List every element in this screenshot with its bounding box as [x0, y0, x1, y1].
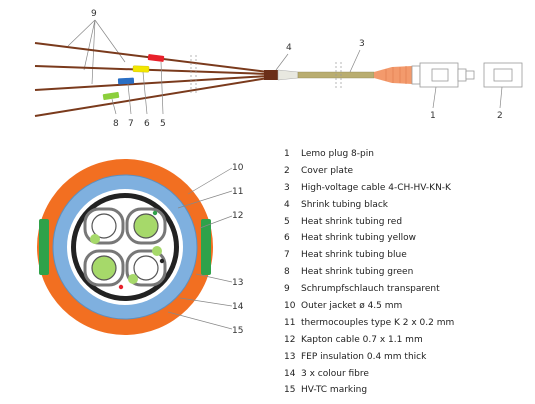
callout-13: 13 [232, 278, 243, 288]
cover-plate [483, 62, 523, 88]
legend-num: 12 [284, 334, 296, 345]
legend-item: 9 Schrumpfschlauch transparent [284, 281, 532, 298]
legend-item: 7 Heat shrink tubing blue [284, 247, 532, 264]
legend-text: Shrink tubing black [301, 199, 389, 210]
legend-num: 9 [284, 284, 290, 295]
legend-item: 15 HV-TC marking [284, 382, 532, 399]
callout-4: 4 [286, 43, 292, 53]
legend-num: 15 [284, 385, 296, 396]
legend-item: 11 thermocouples type K 2 x 0.2 mm [284, 315, 532, 332]
colour-fibre-3 [118, 284, 124, 290]
shrink-tubing-black [264, 70, 278, 80]
legend-num: 13 [284, 351, 296, 362]
legend-text: Outer jacket ø 4.5 mm [301, 300, 403, 311]
callout-6: 6 [144, 119, 150, 129]
legend-num: 5 [284, 216, 290, 227]
legend-item: 5 Heat shrink tubing red [284, 214, 532, 231]
legend-item: 10 Outer jacket ø 4.5 mm [284, 298, 532, 315]
legend-num: 14 [284, 368, 296, 379]
callout-3-leader [349, 49, 361, 73]
legend-text: Cover plate [301, 165, 354, 176]
sleeve-blue [117, 77, 135, 85]
legend-num: 11 [284, 317, 296, 328]
wire-4 [34, 77, 269, 117]
legend-item: 6 Heat shrink tubing yellow [284, 230, 532, 247]
cable-assembly-diagram: 9 8 7 6 5 4 3 [34, 9, 523, 129]
sleeve-green [102, 91, 120, 101]
legend-item: 12 Kapton cable 0.7 x 1.1 mm [284, 332, 532, 349]
cross-section-diagram: 10 11 12 13 14 15 [37, 159, 244, 336]
legend-num: 6 [284, 233, 290, 244]
parts-legend: 1 Lemo plug 8-pin 2 Cover plate 3 High-volt… [284, 146, 532, 399]
legend-text: thermocouples type K 2 x 0.2 mm [301, 317, 455, 328]
strain-relief-ribs [385, 66, 407, 84]
legend-item: 4 Shrink tubing black [284, 197, 532, 214]
sleeve-leaders [111, 61, 164, 115]
legend-text: Kapton cable 0.7 x 1.1 mm [301, 334, 423, 345]
cable-break-marks [335, 62, 342, 88]
kapton-cable-left [39, 219, 49, 275]
legend-text: High-voltage cable 4-CH-HV-KN-K [301, 182, 451, 193]
legend-num: 2 [284, 165, 290, 176]
wire-3 [34, 75, 269, 91]
legend-item: 3 High-voltage cable 4-CH-HV-KN-K [284, 180, 532, 197]
section-leaders [167, 167, 233, 330]
legend-text: 3 x colour fibre [301, 368, 369, 379]
callout-1: 1 [430, 111, 436, 121]
legend-text: Heat shrink tubing red [301, 216, 403, 227]
callout-14: 14 [232, 302, 244, 312]
legend-text: Heat shrink tubing green [301, 267, 414, 278]
lemo-plug [411, 62, 475, 88]
legend-item: 1 Lemo plug 8-pin [284, 146, 532, 163]
callout-3: 3 [359, 39, 365, 49]
callout-1-leader [432, 86, 437, 109]
callout-15: 15 [232, 326, 243, 336]
wires [34, 42, 269, 117]
legend-num: 7 [284, 250, 290, 261]
callout-8: 8 [113, 119, 119, 129]
legend-item: 8 Heat shrink tubing green [284, 264, 532, 281]
sleeve-red [147, 54, 165, 62]
callout-2: 2 [497, 111, 503, 121]
callout-10: 10 [232, 163, 244, 173]
callout-4-leader [275, 53, 289, 71]
legend-text: Lemo plug 8-pin [301, 148, 374, 159]
legend-num: 3 [284, 182, 290, 193]
legend-item: 2 Cover plate [284, 163, 532, 180]
callout-2-leader [499, 86, 503, 109]
wire-2 [34, 65, 269, 75]
callout-9-leaders [67, 19, 126, 85]
callout-9: 9 [91, 9, 97, 19]
legend-num: 10 [284, 300, 296, 311]
legend-text: Heat shrink tubing blue [301, 250, 407, 261]
wire-break-marks [190, 55, 197, 95]
colour-fibre-2 [159, 258, 165, 264]
callout-11: 11 [232, 187, 243, 197]
legend-item: 14 3 x colour fibre [284, 366, 532, 383]
legend-item: 13 FEP insulation 0.4 mm thick [284, 349, 532, 366]
legend-num: 8 [284, 267, 290, 278]
callout-5: 5 [160, 119, 166, 129]
legend-text: HV-TC marking [301, 385, 368, 396]
colour-fibre-1 [152, 210, 158, 216]
legend-text: FEP insulation 0.4 mm thick [301, 351, 427, 362]
legend-text: Heat shrink tubing yellow [301, 233, 417, 244]
kapton-cable-right [201, 219, 211, 275]
callout-12: 12 [232, 211, 243, 221]
legend-num: 4 [284, 199, 290, 210]
sleeve-yellow [132, 65, 150, 73]
legend-text: Schrumpfschlauch transparent [301, 284, 440, 295]
thermocouples [83, 207, 167, 290]
transparent-sleeve [277, 69, 299, 81]
legend-num: 1 [284, 148, 290, 159]
callout-7: 7 [128, 119, 134, 129]
